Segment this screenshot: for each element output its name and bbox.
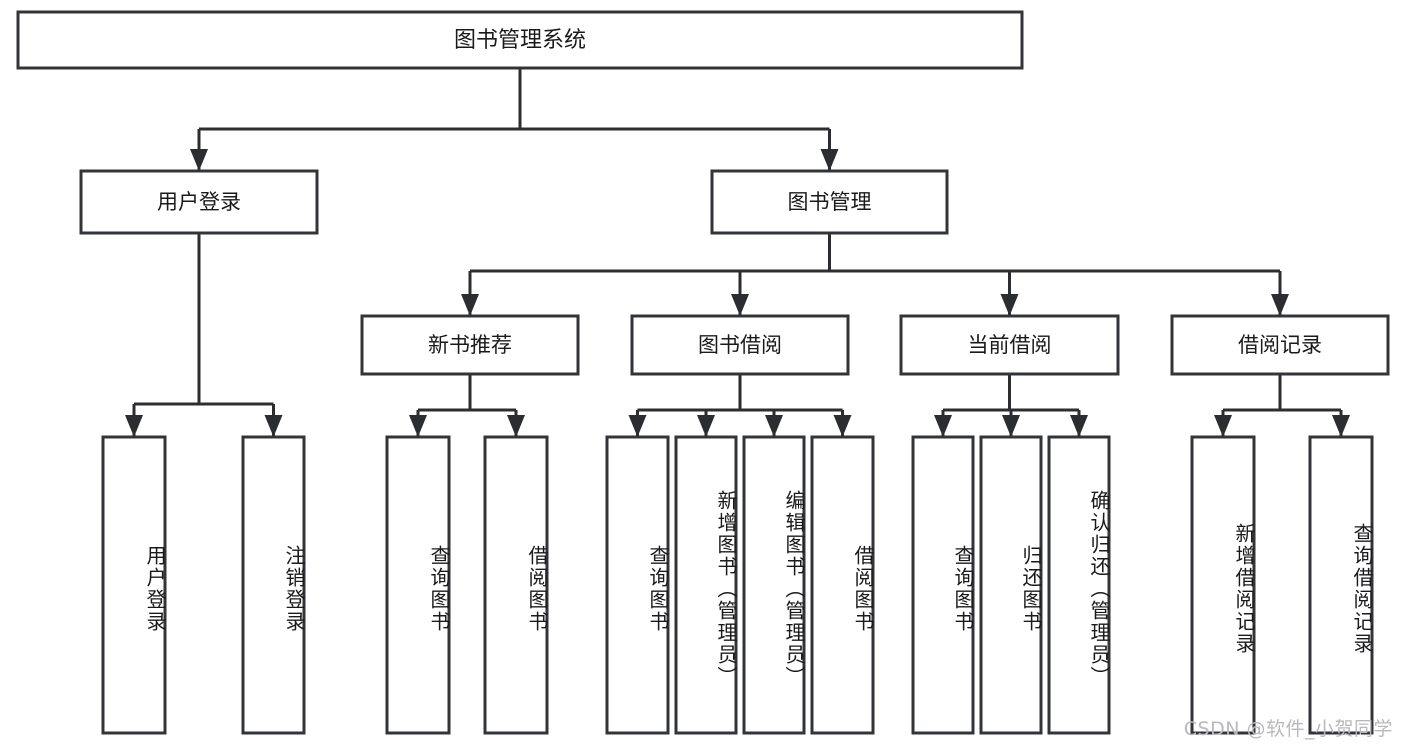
arrow-head-icon [731,294,749,316]
node-box-leaf-edit-book-admin[interactable] [742,435,806,735]
node-box-book-manage[interactable] [710,169,949,235]
boxes-layer [16,10,1390,735]
arrow-head-icon [1002,415,1020,437]
node-box-root[interactable] [16,10,1024,70]
arrow-head-icon [461,294,479,316]
arrow-head-icon [125,415,143,437]
node-box-leaf-query-book-borrow[interactable] [605,435,670,735]
arrow-head-icon [1000,294,1019,316]
arrow-head-icon [264,415,283,437]
arrow-head-icon [833,415,852,437]
node-box-leaf-add-borrow-record[interactable] [1190,435,1256,735]
node-box-leaf-borrow-book[interactable] [810,435,875,735]
arrow-head-icon [934,415,952,437]
arrow-head-icon [1271,294,1289,316]
node-label-user-login: 用户登录 [157,190,241,214]
arrow-head-icon [697,415,715,437]
arrow-head-icon [1070,415,1088,437]
watermark-text: CSDN @软件_小贺同学 [1183,718,1393,740]
node-box-leaf-return-book[interactable] [979,435,1043,735]
node-label-new-book-recommend: 新书推荐 [428,333,512,357]
arrow-head-icon [190,149,208,171]
arrow-head-icon [409,415,427,437]
arrow-head-icon [628,415,647,437]
arrow-head-icon [507,415,525,437]
node-label-book-borrow: 图书借阅 [698,333,782,357]
node-box-leaf-user-logout[interactable] [241,435,306,735]
arrow-head-icon [765,415,783,437]
node-box-current-borrow[interactable] [899,314,1120,376]
node-box-leaf-add-book-admin[interactable] [674,435,738,735]
node-box-leaf-borrow-book-recommend[interactable] [483,435,549,735]
connectors-layer [125,68,1350,437]
node-box-borrow-record[interactable] [1170,314,1390,376]
node-label-borrow-record: 借阅记录 [1238,333,1322,357]
node-box-new-book-recommend[interactable] [360,314,580,376]
node-label-root: 图书管理系统 [454,28,586,53]
node-box-user-login[interactable] [79,169,319,235]
arrow-head-icon [1332,415,1350,437]
node-box-leaf-user-login[interactable] [101,435,167,735]
node-box-book-borrow[interactable] [630,314,850,376]
arrow-head-icon [1214,415,1232,437]
arrow-head-icon [820,149,839,171]
node-box-leaf-confirm-return-admin[interactable] [1047,435,1111,735]
node-box-leaf-query-book-current[interactable] [911,435,975,735]
node-label-current-borrow: 当前借阅 [968,333,1052,357]
node-box-leaf-query-book-recommend[interactable] [385,435,451,735]
node-label-book-manage: 图书管理 [788,190,872,214]
node-box-leaf-query-borrow-record[interactable] [1308,435,1374,735]
